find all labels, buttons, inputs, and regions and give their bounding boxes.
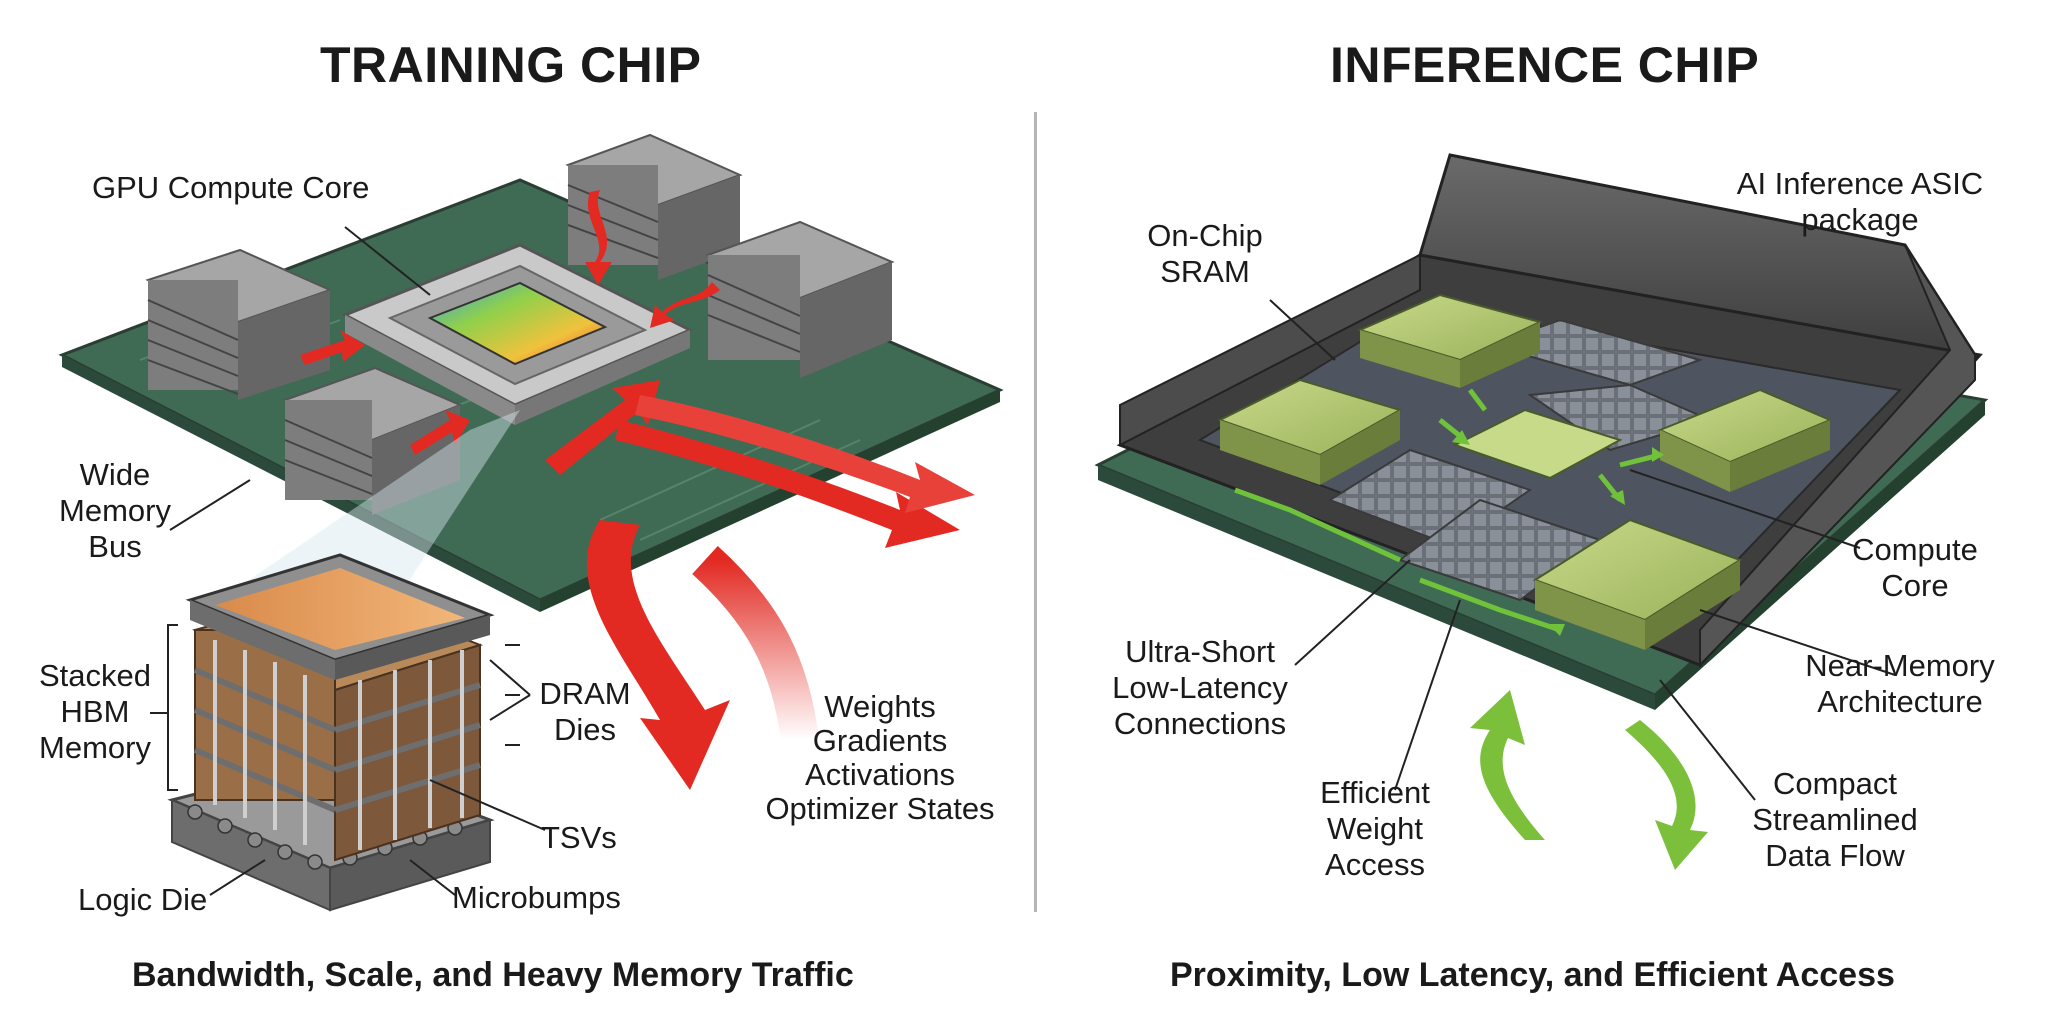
label-near-memory-architecture: Near-Memory Architecture [1805,648,1995,719]
core-data-arrows [300,190,720,455]
inference-title: INFERENCE CHIP [1330,37,1760,93]
inference-leader-lines [1269,299,1896,801]
label-stacked-hbm-memory: Stacked HBM Memory [38,658,151,765]
memory-traffic-arrows [545,380,975,790]
training-leader-lines [150,226,546,896]
label-gpu-compute-core: GPU Compute Core [92,170,370,205]
label-microbumps: Microbumps [452,880,621,915]
data-flow-arrow [1625,720,1708,870]
label-memory-traffic: Weights Gradients Activations Optimizer … [765,689,995,826]
label-tsvs: TSVs [541,820,617,855]
label-on-chip-sram: On-Chip SRAM [1147,218,1263,289]
hbm-exploded-view [167,553,495,912]
hbm-stack-left [145,248,333,400]
compute-core-block [1452,408,1623,480]
gpu-compute-core [341,243,694,425]
training-title: TRAINING CHIP [320,37,702,93]
label-dram-dies: DRAM Dies [539,676,631,747]
weight-access-arrow [1470,690,1545,840]
sram-blocks [1217,293,1833,650]
label-low-latency-connections: Ultra-Short Low-Latency Connections [1112,634,1288,741]
label-efficient-weight-access: Efficient Weight Access [1320,775,1430,882]
label-compute-core: Compute Core [1852,532,1978,603]
inference-caption: Proximity, Low Latency, and Efficient Ac… [1170,956,1895,994]
label-logic-die: Logic Die [78,882,208,917]
inference-chip-illustration [1094,153,1989,870]
hbm-stack-right [705,220,895,378]
training-chip-illustration [58,133,1004,912]
hbm-stack-front [282,366,463,515]
label-compact-data-flow: Compact Streamlined Data Flow [1752,766,1918,873]
panel-divider [1034,112,1037,912]
label-wide-memory-bus: Wide Memory Bus [59,457,171,564]
training-caption: Bandwidth, Scale, and Heavy Memory Traff… [132,956,854,994]
label-asic-package: AI Inference ASIC package [1736,166,1984,237]
